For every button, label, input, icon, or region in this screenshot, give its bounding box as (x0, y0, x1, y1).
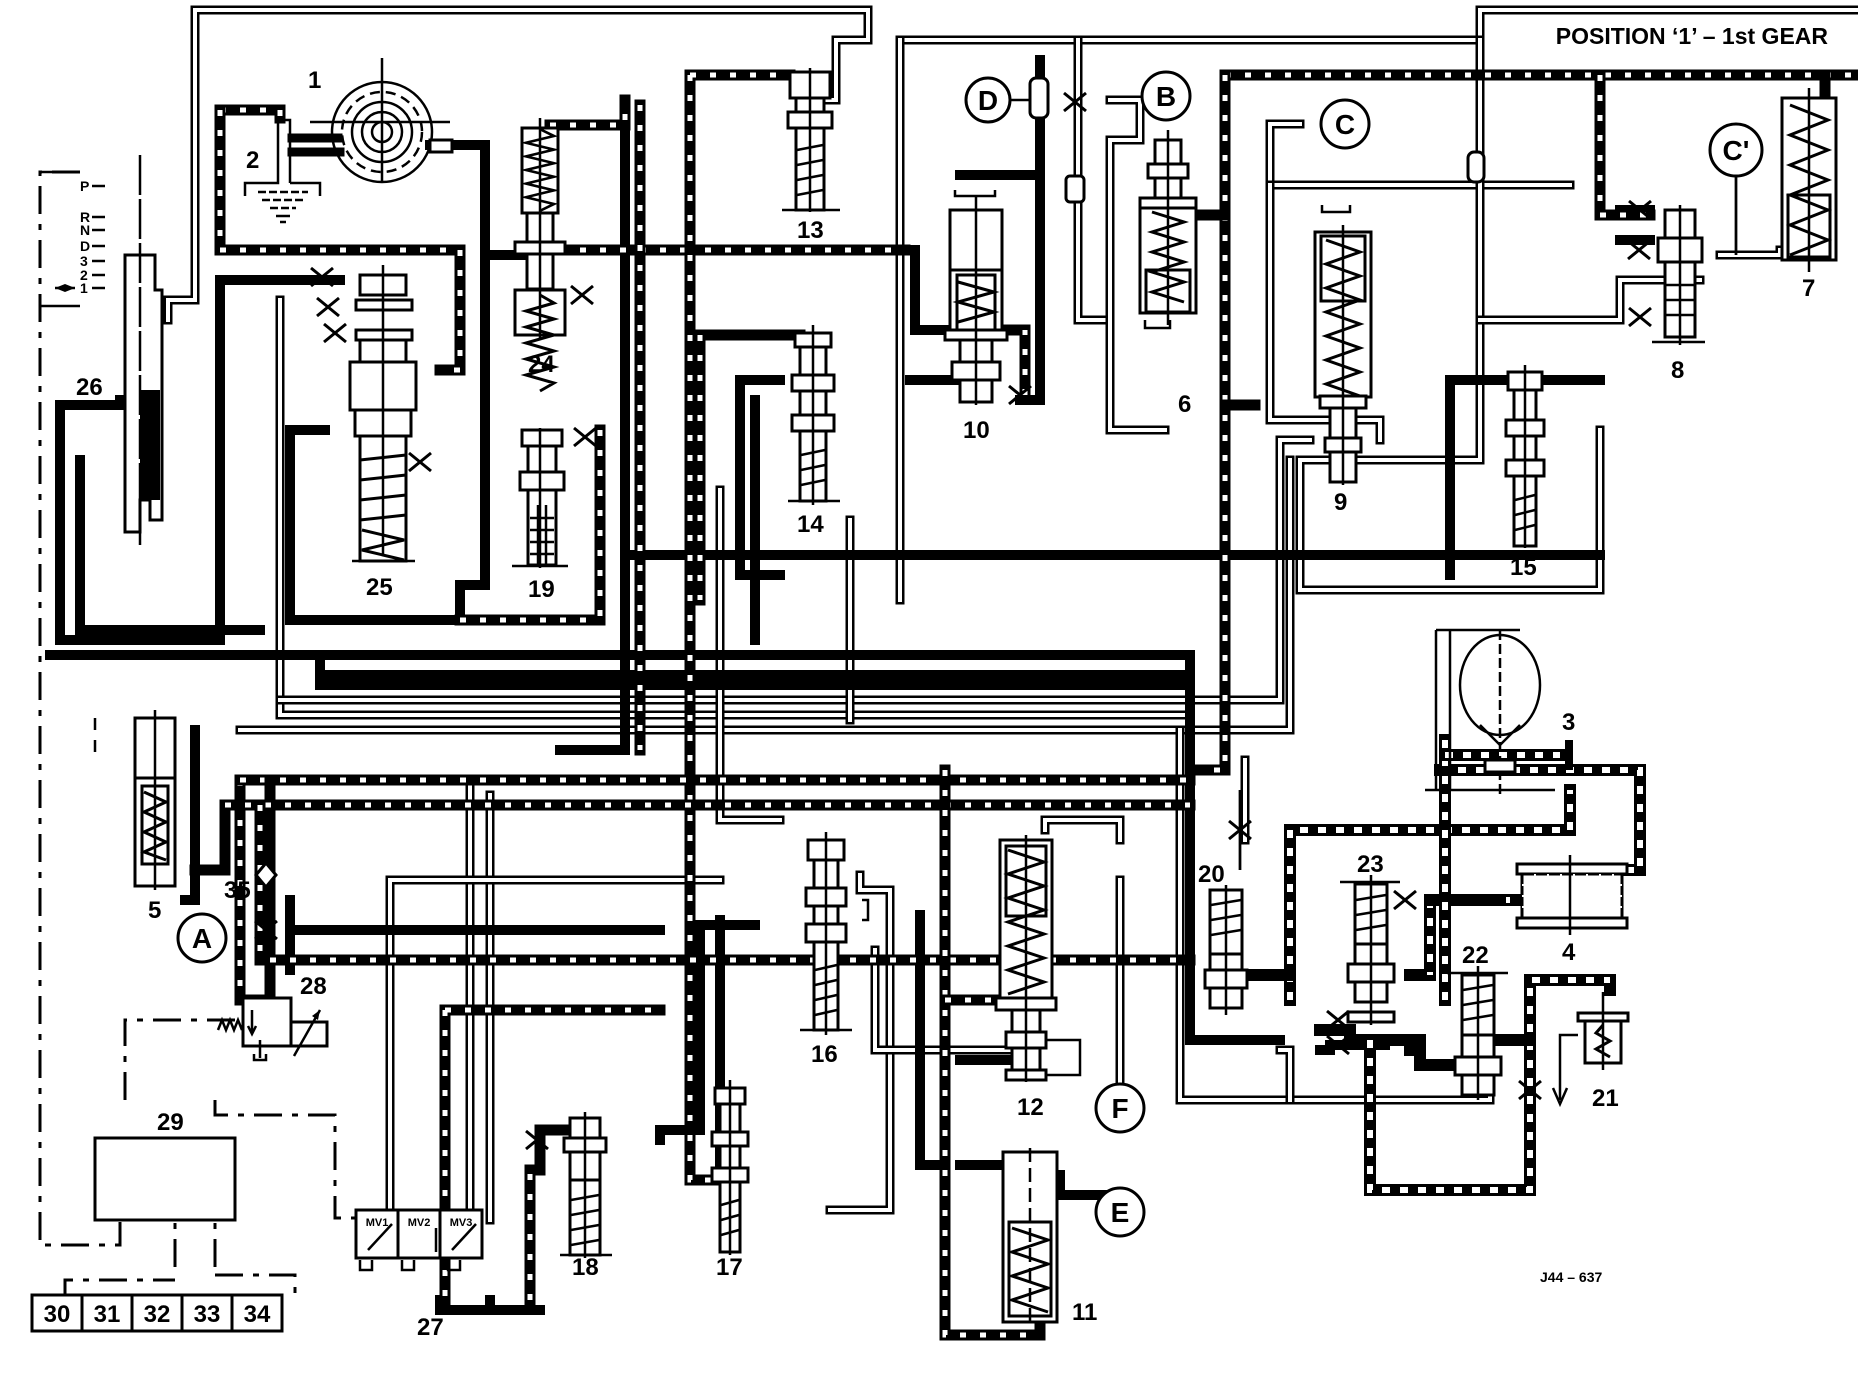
label-15: 15 (1510, 554, 1537, 581)
drain-arrow-icon (1551, 1033, 1578, 1108)
label-26: 26 (76, 374, 103, 401)
selector-3: 3 (80, 253, 88, 269)
selector-R: R (80, 209, 90, 225)
connector-B (1140, 70, 1192, 122)
component-13-valve (782, 68, 840, 212)
label-8: 8 (1671, 357, 1684, 384)
label-7: 7 (1802, 275, 1815, 302)
terminal-32: 32 (144, 1301, 171, 1328)
label-10: 10 (963, 417, 990, 444)
label-11: 11 (1072, 1299, 1097, 1326)
label-3: 3 (1562, 709, 1575, 736)
component-7-accumulator (1780, 88, 1838, 272)
dotted-lines (189, 69, 1858, 1341)
connector-label-E: E (1111, 1197, 1130, 1228)
label-17: 17 (716, 1254, 743, 1281)
component-28-pressure-solenoid (216, 996, 329, 1062)
component-19-valve (512, 428, 568, 568)
label-2: 2 (246, 147, 259, 174)
component-12-valve (994, 835, 1082, 1082)
hatched-lube-lines (1244, 734, 1646, 1196)
component-26-manual-valve (123, 155, 164, 545)
component-25-valve (348, 265, 418, 563)
connector-C-prime (1708, 122, 1764, 255)
component-35-filter (254, 860, 278, 890)
solid-pressure-lines (45, 55, 1655, 1315)
component-14-valve (788, 325, 840, 505)
component-2-sump (243, 118, 322, 224)
component-15-valve (1466, 150, 1546, 548)
label-9: 9 (1334, 489, 1347, 516)
component-6-accumulator (1138, 130, 1198, 330)
connector-C (1319, 98, 1371, 150)
selector-D: D (80, 238, 90, 254)
connector-label-C: C (1335, 109, 1355, 140)
selector-P: P (80, 178, 89, 194)
component-27-solenoid-block: MV1 MV2 MV3 (354, 1208, 484, 1272)
component-24-valve (513, 118, 567, 393)
connector-label-D: D (978, 85, 998, 116)
selector-1: 1 (80, 280, 88, 296)
label-27: 27 (417, 1314, 444, 1341)
gear-selector: P R N D 3 2 1 (55, 178, 105, 296)
component-3-torque-converter (1425, 628, 1573, 795)
terminal-33: 33 (194, 1301, 221, 1328)
label-12: 12 (1017, 1094, 1044, 1121)
component-5-valve (93, 710, 177, 890)
terminal-31: 31 (94, 1301, 121, 1328)
selector-2: 2 (80, 267, 88, 283)
solenoid-mv1: MV1 (366, 1217, 389, 1229)
selector-N: N (80, 222, 90, 238)
connector-label-F: F (1111, 1093, 1128, 1124)
component-10-valve (943, 190, 1009, 405)
connector-label-B: B (1156, 81, 1176, 112)
component-21-relief-valve (1551, 992, 1630, 1108)
terminal-30: 30 (44, 1301, 71, 1328)
label-16: 16 (811, 1041, 838, 1068)
component-4-oil-cooler (1515, 855, 1629, 935)
component-18-valve (560, 1112, 612, 1258)
diagram-title: POSITION ‘1’ – 1st GEAR (1556, 23, 1829, 49)
component-1-pump (287, 58, 454, 184)
signal-wires (38, 170, 360, 1300)
label-21: 21 (1592, 1085, 1619, 1112)
connector-A (176, 912, 228, 964)
label-19: 19 (528, 576, 555, 603)
label-29: 29 (157, 1109, 184, 1136)
component-17-valve (710, 1080, 750, 1255)
label-24: 24 (528, 351, 555, 378)
connector-E (1094, 1186, 1146, 1238)
component-23-valve (1340, 875, 1400, 1025)
label-18: 18 (572, 1254, 599, 1281)
component-11-accumulator (1001, 1148, 1059, 1325)
component-16-valve (800, 832, 870, 1035)
component-22-valve (1447, 966, 1508, 1100)
drawing-reference: J44 – 637 (1540, 1269, 1602, 1285)
label-20: 20 (1198, 861, 1225, 888)
label-5: 5 (148, 897, 161, 924)
connector-label-C-prime: C' (1723, 135, 1750, 166)
label-28: 28 (300, 973, 327, 1000)
terminal-block: 30 31 32 33 34 (30, 1293, 284, 1333)
connector-D (964, 76, 1050, 124)
solenoid-mv3: MV3 (450, 1217, 473, 1229)
component-29-control-unit (93, 1136, 237, 1222)
component-20-valve (1203, 790, 1249, 1015)
label-22: 22 (1462, 942, 1489, 969)
label-25: 25 (366, 574, 393, 601)
connector-F (1094, 1082, 1146, 1134)
label-35: 35 (224, 877, 251, 904)
label-1: 1 (308, 67, 321, 94)
label-6: 6 (1178, 391, 1191, 418)
solenoid-mv2: MV2 (408, 1217, 431, 1229)
connector-label-A: A (192, 923, 212, 954)
label-13: 13 (797, 217, 824, 244)
component-9-accumulator-valve (1313, 205, 1373, 485)
component-8-valve (1652, 205, 1705, 345)
terminal-34: 34 (244, 1301, 271, 1328)
label-14: 14 (797, 511, 824, 538)
label-23: 23 (1357, 851, 1384, 878)
label-4: 4 (1562, 939, 1576, 966)
